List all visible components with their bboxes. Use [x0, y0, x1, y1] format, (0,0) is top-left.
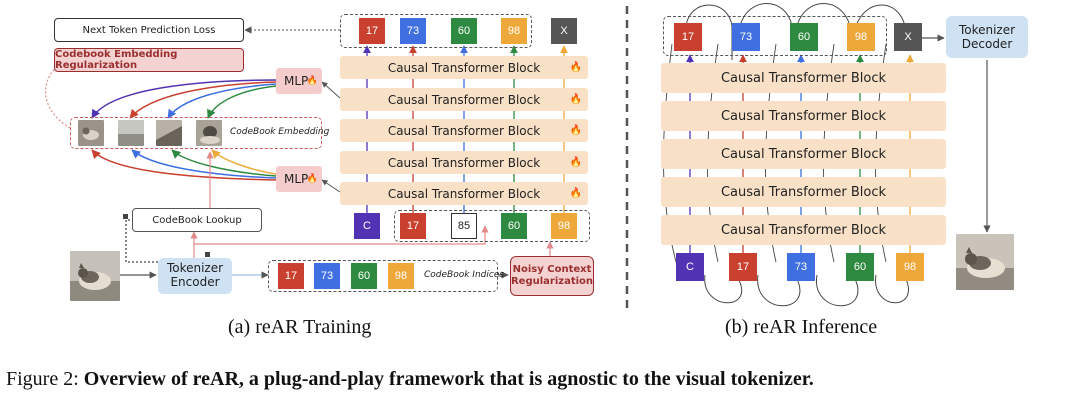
codebook-embedding-group — [70, 117, 322, 149]
fire-icon: 🔥 — [569, 61, 582, 73]
training-input-token: 60 — [501, 213, 527, 239]
training-causal-block-label: Causal Transformer Block — [387, 92, 541, 107]
training-caption: (a) reAR Training — [228, 316, 372, 338]
codebook-embedding-label: CodeBook Embedding — [230, 127, 330, 137]
training-causal-block: Causal Transformer Block 🔥 — [340, 88, 588, 111]
fire-icon: 🔥 — [569, 93, 582, 105]
training-input-token: 17 — [400, 213, 426, 239]
training-output-token: 73 — [400, 18, 426, 44]
noisy-context-label-1: Noisy Context — [512, 264, 592, 275]
mlp-top-box: MLP 🔥 — [276, 68, 322, 94]
training-causal-block-label: Causal Transformer Block — [387, 123, 541, 138]
figure-caption-title: Overview of reAR, a plug-and-play framew… — [83, 368, 814, 390]
inference-input-token: 73 — [787, 253, 815, 281]
training-output-end-token: X — [551, 18, 577, 44]
index-token: 17 — [278, 263, 304, 289]
inference-output-end-token: X — [894, 23, 922, 51]
embedding-thumbnail — [196, 120, 222, 146]
fire-icon: 🔥 — [306, 174, 318, 184]
fire-icon: 🔥 — [569, 124, 582, 136]
inference-causal-block: Causal Transformer Block — [661, 177, 946, 207]
tokenizer-decoder-label-1: Tokenizer — [958, 22, 1016, 37]
codebook-indices-group — [268, 260, 498, 292]
index-token: 60 — [351, 263, 377, 289]
embedding-thumbnail — [156, 120, 182, 146]
inference-input-token: 17 — [729, 253, 757, 281]
inference-output-group — [663, 16, 887, 56]
noisy-context-label-2: Regularization — [510, 276, 594, 287]
inference-causal-block: Causal Transformer Block — [661, 215, 946, 245]
training-output-token: 98 — [501, 18, 527, 44]
tokenizer-encoder-label-2: Encoder — [170, 275, 220, 289]
training-causal-block: Causal Transformer Block 🔥 — [340, 56, 588, 79]
inference-output-image — [956, 234, 1014, 290]
training-causal-block-label: Causal Transformer Block — [387, 60, 541, 75]
figure-caption-prefix: Figure 2: — [6, 368, 84, 390]
next-token-loss-box: Next Token Prediction Loss — [54, 18, 244, 42]
embedding-thumbnail — [78, 120, 104, 146]
inference-caption: (b) reAR Inference — [725, 316, 878, 338]
inference-class-token: C — [676, 253, 704, 281]
codebook-lookup-box: CodeBook Lookup — [132, 208, 262, 232]
training-output-token: 17 — [359, 18, 385, 44]
inference-causal-block-label: Causal Transformer Block — [720, 70, 887, 86]
codebook-indices-label: CodeBook Indices — [424, 270, 505, 280]
training-input-token-noisy: 85 — [451, 213, 477, 239]
inference-output-token: 17 — [674, 23, 702, 51]
training-input-token: 98 — [551, 213, 577, 239]
mlp-top-label: MLP — [284, 74, 309, 88]
training-causal-block-label: Causal Transformer Block — [387, 155, 541, 170]
inference-input-token: 98 — [896, 253, 924, 281]
inference-output-token: 60 — [790, 23, 818, 51]
codebook-lookup-label: CodeBook Lookup — [152, 214, 242, 226]
inference-causal-block-label: Causal Transformer Block — [720, 108, 887, 124]
index-token: 98 — [388, 263, 414, 289]
training-output-token: 60 — [451, 18, 477, 44]
figure-caption: Figure 2: Overview of reAR, a plug-and-p… — [6, 368, 814, 391]
training-output-group — [340, 14, 532, 48]
mlp-bottom-label: MLP — [284, 172, 309, 186]
tokenizer-encoder-box: Tokenizer Encoder — [158, 258, 232, 294]
inference-causal-block-label: Causal Transformer Block — [720, 146, 887, 162]
inference-output-token: 98 — [847, 23, 875, 51]
next-token-loss-label: Next Token Prediction Loss — [82, 24, 216, 36]
embedding-thumbnail — [118, 120, 144, 146]
inference-output-token: 73 — [732, 23, 760, 51]
tokenizer-encoder-label-1: Tokenizer — [166, 261, 224, 276]
training-class-token: C — [354, 213, 380, 239]
inference-causal-block: Causal Transformer Block — [661, 139, 946, 169]
inference-causal-block-label: Causal Transformer Block — [720, 184, 887, 200]
training-input-image — [70, 251, 120, 301]
training-causal-block: Causal Transformer Block 🔥 — [340, 151, 588, 174]
fire-icon: 🔥 — [306, 76, 318, 86]
noisy-context-box: Noisy Context Regularization — [510, 256, 594, 296]
inference-causal-block: Causal Transformer Block — [661, 63, 946, 93]
training-input-group — [394, 210, 590, 242]
training-causal-block: Causal Transformer Block 🔥 — [340, 119, 588, 142]
index-token: 73 — [314, 263, 340, 289]
mlp-bottom-box: MLP 🔥 — [276, 166, 322, 192]
tokenizer-decoder-label-2: Decoder — [961, 37, 1013, 51]
codebook-reg-box: Codebook Embedding Regularization — [54, 48, 244, 72]
tokenizer-decoder-box: Tokenizer Decoder — [946, 16, 1028, 58]
training-causal-block-label: Causal Transformer Block — [387, 186, 541, 201]
fire-icon: 🔥 — [569, 156, 582, 168]
training-causal-block: Causal Transformer Block 🔥 — [340, 182, 588, 205]
inference-causal-block-label: Causal Transformer Block — [720, 222, 887, 238]
inference-input-token: 60 — [846, 253, 874, 281]
inference-causal-block: Causal Transformer Block — [661, 101, 946, 131]
fire-icon: 🔥 — [569, 187, 582, 199]
codebook-reg-label: Codebook Embedding Regularization — [55, 49, 178, 71]
